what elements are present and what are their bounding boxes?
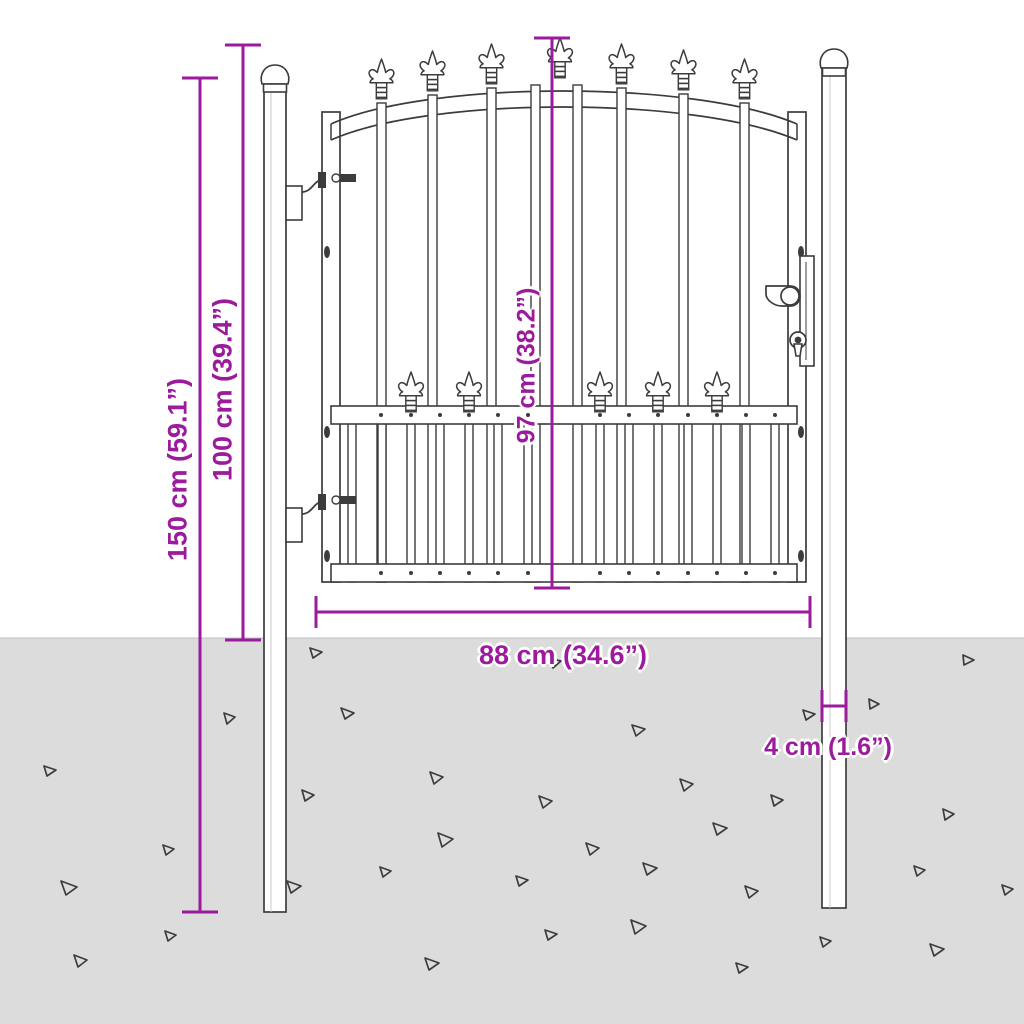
- gate-panel: [321, 37, 807, 583]
- top-finials: [368, 37, 758, 100]
- dimension-label-100cm: 100 cm (39.4”): [207, 297, 238, 482]
- mid-rail: [330, 405, 798, 425]
- ball-post-cap: [819, 48, 849, 77]
- gravel-triangles: [43, 647, 1014, 974]
- lock-backplate: [799, 255, 815, 367]
- bottom-rail: [330, 563, 798, 583]
- dimension-label-4cm: 4 cm (1.6”): [764, 733, 892, 761]
- dimension-line-100cm: [225, 43, 261, 642]
- gate-hinges: [285, 172, 804, 562]
- gravel-ground: [0, 637, 1024, 1024]
- dimension-lines: [182, 36, 848, 914]
- left-post: [260, 64, 290, 913]
- dimension-line-4cm: [820, 690, 848, 722]
- lower-pickets: [347, 413, 780, 583]
- keyhole-lock-cylinder: [789, 331, 807, 357]
- arched-top-rail: [330, 90, 798, 141]
- gate-hinge: [285, 172, 356, 221]
- dimension-line-150cm: [182, 76, 218, 914]
- lock-assembly: [765, 255, 815, 367]
- dimension-line-97cm: [534, 36, 570, 590]
- ball-post-cap: [260, 64, 290, 93]
- upper-pickets: [376, 84, 750, 583]
- hinge-pins: [324, 246, 804, 562]
- dimension-label-150cm: 150 cm (59.1”): [162, 377, 193, 562]
- lever-handle: [765, 285, 801, 307]
- dimension-label-97cm: 97 cm (38.2”): [512, 287, 541, 444]
- gate-hinge: [285, 494, 356, 543]
- dimension-line-88cm: [314, 596, 812, 628]
- right-post: [819, 48, 849, 909]
- dimension-label-88cm: 88 cm (34.6”): [478, 640, 648, 670]
